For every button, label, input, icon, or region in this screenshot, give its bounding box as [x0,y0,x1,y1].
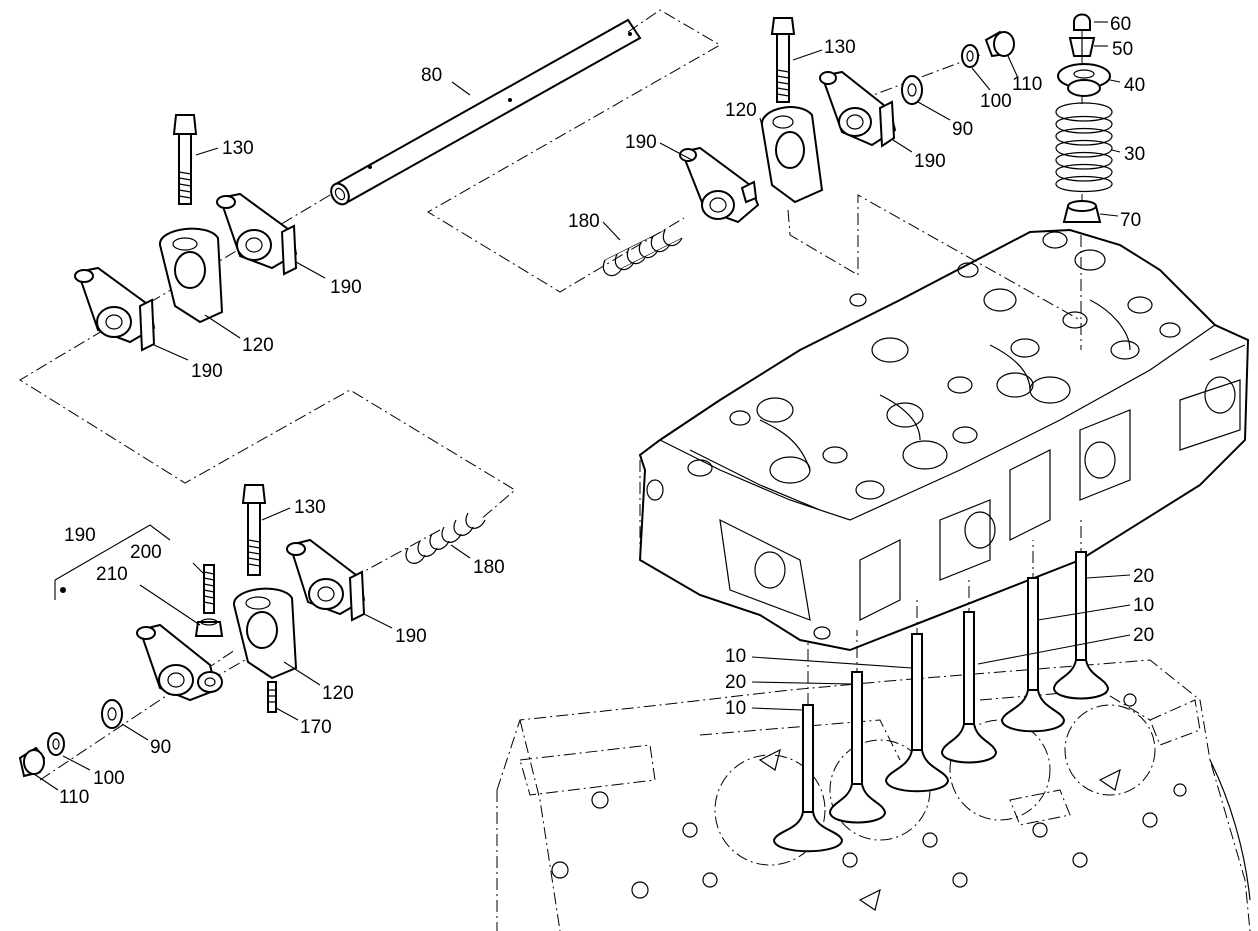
valve-stem-seal-70 [1062,200,1102,223]
rocker-bracket-120-top [761,106,824,204]
valve-spring-30 [1054,102,1114,193]
rocker-arm-190-bottom-left [136,623,223,702]
callout-100-top: 100 [980,91,1012,112]
valve-10-front [772,704,844,853]
valve-spring-assembly [1054,13,1114,223]
callout-190-left-upper: 190 [330,277,362,298]
callout-20-mid: 20 [1133,625,1154,646]
rocker-arm-190-top-right [819,70,897,148]
callout-190-left-lower: 190 [191,361,223,382]
callout-90-top: 90 [952,119,973,140]
rocker-arm-190-left-upper [216,192,298,276]
cylinder-head [638,228,1250,652]
rocker-bracket-120-bottom [233,587,298,680]
pin-170 [267,681,277,713]
valve-cap-60 [1073,13,1091,31]
valve-20-rear [1052,551,1110,700]
callout-80: 80 [421,65,442,86]
callout-130-top: 130 [824,37,856,58]
callout-130-bottom: 130 [294,497,326,518]
callout-110-top: 110 [1012,74,1042,95]
callout-10-front: 10 [725,698,746,719]
washer-90-bottom [101,699,123,729]
callout-60: 60 [1110,14,1131,35]
callout-190-top-right: 190 [914,151,946,172]
callout-10-mid: 10 [725,646,746,667]
rocker-bracket-120-left [159,227,224,324]
washer-100-top [961,44,979,68]
spring-retainer-40 [1057,63,1111,97]
valve-10-mid [884,633,950,793]
callout-170: 170 [300,717,332,738]
plug-110-top [984,30,1015,58]
plug-110-bottom [18,746,46,778]
rocker-group-bottom [18,484,486,778]
callout-labels: 60 50 40 30 70 110 100 90 130 120 190 19… [59,14,1154,808]
leader-lines [33,21,1131,791]
rocker-shaft-80 [330,18,642,206]
adjust-screw-200 [203,564,215,614]
valve-20-front [828,671,887,824]
callout-20-front: 20 [725,672,746,693]
crankcase-block [496,659,1251,931]
callout-120-bottom: 120 [322,683,354,704]
rocker-group-top [602,17,1015,277]
rocker-arm-190-left-lower [74,266,156,352]
washer-100-bottom [47,732,65,756]
callout-70: 70 [1120,210,1141,231]
washer-90-top [901,75,923,105]
callout-110-bottom: 110 [59,787,89,808]
callout-50: 50 [1112,39,1133,60]
rocker-arm-190-top-left [679,146,760,224]
rocker-arm-190-bottom-right [286,538,366,622]
bolt-130-left [172,114,198,205]
bolt-130-top [770,17,796,103]
callout-30: 30 [1124,144,1145,165]
callout-40: 40 [1124,75,1145,96]
callout-180-top: 180 [568,211,600,232]
valve-10-rear [1000,577,1066,733]
callout-10-rear: 10 [1133,595,1154,616]
valve-cotters-50 [1068,37,1096,57]
rocker-group-left [74,114,298,352]
spring-180-top [602,229,683,277]
callout-180-bottom: 180 [473,557,505,578]
valve-20-mid [940,611,998,764]
spring-180-bottom [405,512,486,564]
callout-20-rear: 20 [1133,566,1154,587]
callout-190-assembly: 190 [64,525,96,546]
lock-nut-210 [194,618,224,637]
callout-210: 210 [96,564,128,585]
valves [772,235,1110,853]
callout-200: 200 [130,542,162,563]
callout-130-left: 130 [222,138,254,159]
assembly-dot [60,587,66,593]
callout-120-top: 120 [725,100,757,121]
callout-190-top-left: 190 [625,132,657,153]
callout-100-bottom: 100 [93,768,125,789]
callout-120-left: 120 [242,335,274,356]
bolt-130-bottom [241,484,267,576]
callout-190-bottom: 190 [395,626,427,647]
callout-90-bottom: 90 [150,737,171,758]
